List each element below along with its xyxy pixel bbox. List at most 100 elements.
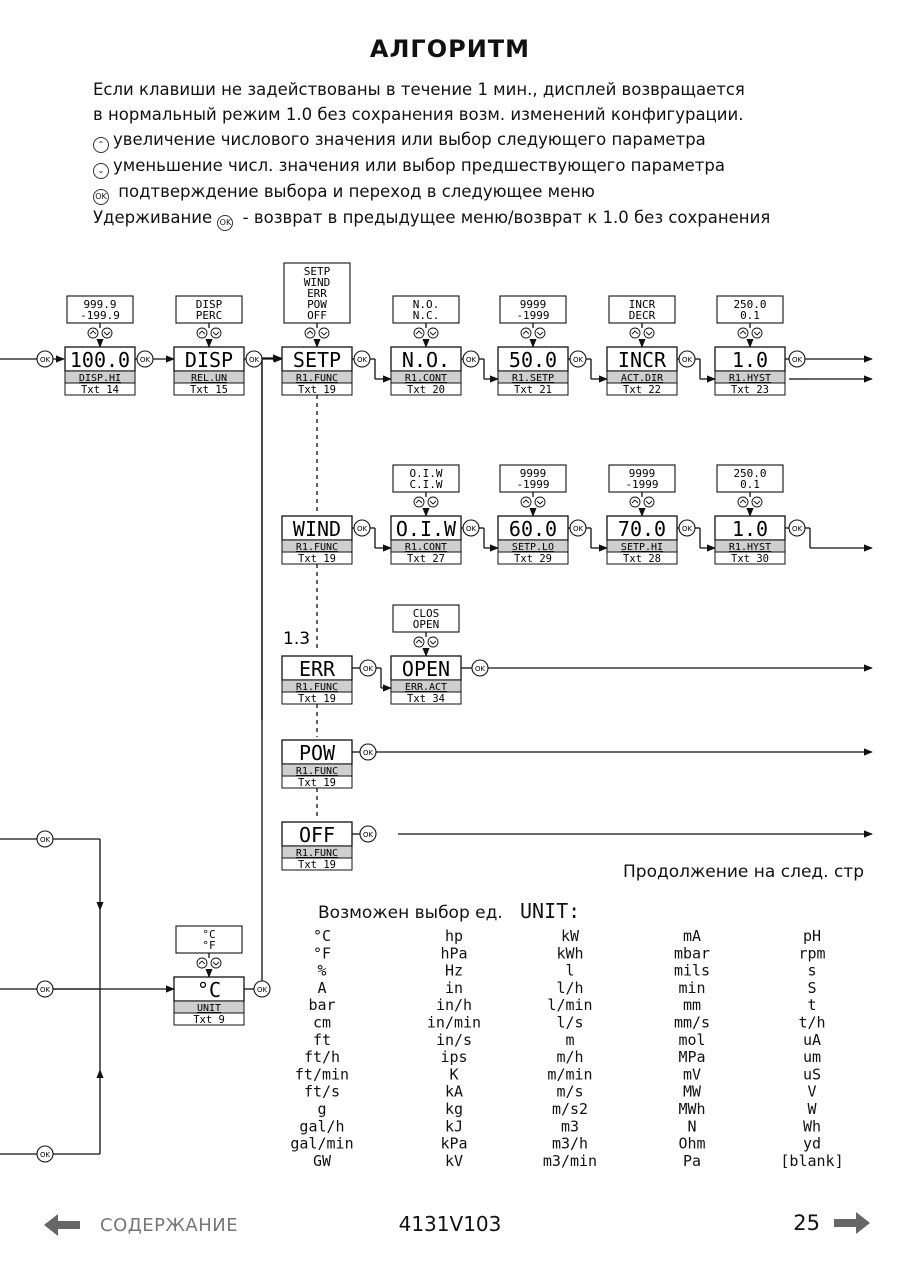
option-value: CLOS (413, 607, 440, 620)
svg-text:OK: OK (40, 1151, 51, 1159)
option-value: ERR (307, 287, 327, 300)
intro-line-hold: Удерживание OK - возврат в предыдущее ме… (93, 205, 770, 231)
param-name: R1.CONT (405, 373, 447, 384)
unit-option: W (807, 1100, 817, 1118)
help-text-id: Txt 19 (298, 384, 336, 396)
unit-option: in/min (427, 1014, 481, 1032)
option-value: 9999 (520, 467, 547, 480)
up-down-icon (196, 327, 222, 339)
option-value: PERC (196, 309, 223, 322)
unit-option: Ohm (678, 1135, 705, 1153)
help-text-id: Txt 19 (298, 553, 336, 565)
unit-option: kWh (556, 944, 583, 962)
param-name: ERR.ACT (405, 682, 447, 693)
unit-option: in (445, 979, 463, 997)
unit-option: Wh (803, 1117, 821, 1135)
help-text-id: Txt 29 (514, 553, 552, 565)
unit-option: ft/min (295, 1065, 349, 1083)
help-text-id: Txt 30 (731, 553, 769, 565)
contents-label: СОДЕРЖАНИЕ (100, 1214, 239, 1236)
display-value: N.O. (402, 348, 450, 372)
display-value: 70.0 (618, 517, 666, 541)
display-value: 1.0 (732, 348, 768, 372)
option-value: WIND (304, 276, 331, 289)
unit-option: K (449, 1065, 458, 1083)
ok-icon: OK (678, 519, 696, 537)
ok-icon: OK (462, 519, 480, 537)
up-down-icon (413, 636, 439, 648)
page-number: 25 (793, 1211, 820, 1235)
svg-text:OK: OK (40, 986, 51, 994)
ok-icon: OK (678, 350, 696, 368)
unit-option: rpm (798, 944, 825, 962)
help-text-id: Txt 9 (193, 1014, 225, 1026)
document-code: 4131V103 (398, 1212, 502, 1236)
unit-option: kW (561, 927, 580, 945)
unit-option: S (807, 979, 816, 997)
up-down-icon (737, 496, 763, 508)
help-text-id: Txt 15 (190, 384, 228, 396)
unit-option: l/min (547, 996, 592, 1014)
svg-text:OK: OK (466, 525, 477, 533)
unit-option: gal/min (290, 1135, 353, 1153)
next-page-link[interactable]: 25 (793, 1210, 872, 1236)
param-name: R1.FUNC (296, 542, 338, 553)
contents-link[interactable]: СОДЕРЖАНИЕ (42, 1212, 238, 1238)
param-name: DISP.HI (79, 373, 121, 384)
param-name: R1.HYST (729, 542, 771, 553)
intro-line-up: ⌃увеличение числового значения или выбор… (93, 127, 770, 153)
up-key-icon: ⌃ (93, 137, 109, 153)
options-box: N.O.N.C. (392, 295, 460, 324)
option-value: 0.1 (740, 309, 760, 322)
ok-icon: OK (353, 519, 371, 537)
units-label: Возможен выбор ед. (318, 903, 503, 923)
unit-option: MPa (678, 1048, 705, 1066)
ok-icon: OK (471, 659, 489, 677)
unit-option: ips (440, 1048, 467, 1066)
option-value: 250.0 (733, 298, 766, 311)
display-value: O.I.W (396, 517, 457, 541)
option-value: SETP (304, 265, 331, 278)
options-box: 250.00.1 (716, 464, 784, 493)
option-value: N.O. (413, 298, 440, 311)
svg-text:OK: OK (363, 665, 374, 673)
up-down-icon (413, 496, 439, 508)
unit-option: V (807, 1083, 816, 1101)
unit-option: hp (445, 927, 463, 945)
intro-line-down: ⌄уменьшение числ. значения или выбор пре… (93, 153, 770, 179)
unit-option: N (687, 1117, 696, 1135)
svg-text:OK: OK (363, 749, 374, 757)
intro-line: уменьшение числ. значения или выбор пред… (113, 156, 725, 175)
help-text-id: Txt 22 (623, 384, 661, 396)
help-text-id: Txt 19 (298, 693, 336, 705)
help-text-id: Txt 19 (298, 777, 336, 789)
svg-text:OK: OK (40, 356, 51, 364)
ok-icon: OK (36, 830, 54, 848)
unit-option: in/h (436, 996, 472, 1014)
unit-option: [blank] (780, 1152, 843, 1170)
ok-icon: OK (253, 980, 271, 998)
param-name: UNIT (197, 1003, 221, 1014)
unit-option: °C (313, 927, 331, 945)
unit-option: m/min (547, 1065, 592, 1083)
unit-option: kV (445, 1152, 463, 1170)
unit-option: g (317, 1100, 326, 1118)
unit-option: m/h (556, 1048, 583, 1066)
help-text-id: Txt 21 (514, 384, 552, 396)
param-name: SETP.HI (621, 542, 663, 553)
display-value: OFF (299, 823, 335, 847)
options-box: 999.9-199.9 (66, 295, 134, 324)
unit-option: MW (683, 1083, 702, 1101)
ok-icon: OK (36, 350, 54, 368)
svg-text:OK: OK (257, 986, 268, 994)
display-value: DISP (185, 348, 233, 372)
help-text-id: Txt 23 (731, 384, 769, 396)
svg-text:OK: OK (682, 356, 693, 364)
